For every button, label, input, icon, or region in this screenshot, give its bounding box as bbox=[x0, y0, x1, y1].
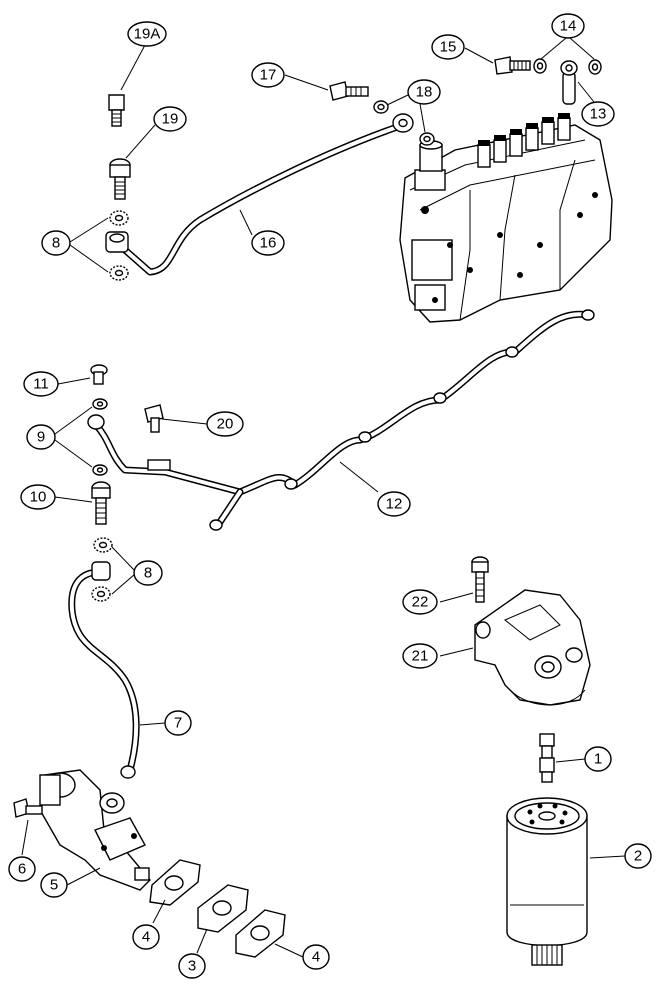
callout-19a: 19A bbox=[127, 21, 167, 47]
callout-label: 10 bbox=[30, 489, 47, 506]
bolt-10 bbox=[91, 481, 111, 525]
callout-label: 18 bbox=[416, 84, 433, 101]
callout-label: 19 bbox=[162, 111, 179, 128]
callout-11: 11 bbox=[23, 371, 59, 397]
washer-18-upper bbox=[373, 100, 389, 114]
star-washer-8-mid-lower bbox=[91, 586, 111, 602]
banjo-bolt-17 bbox=[329, 81, 369, 101]
callout-label: 19A bbox=[134, 26, 161, 43]
callout-label: 4 bbox=[312, 949, 320, 966]
callout-label: 11 bbox=[33, 376, 49, 393]
callout-20: 20 bbox=[206, 411, 244, 437]
gasket-3 bbox=[197, 884, 249, 933]
callout-12: 12 bbox=[377, 491, 411, 517]
callout-label: 8 bbox=[52, 235, 60, 252]
leak-off-line-12 bbox=[87, 309, 595, 531]
callout-22: 22 bbox=[402, 589, 438, 615]
callout-8-lower: 8 bbox=[133, 560, 163, 586]
callout-label: 21 bbox=[412, 648, 429, 665]
callout-label: 22 bbox=[412, 594, 429, 611]
bolt-11 bbox=[90, 364, 108, 385]
washer-14-right bbox=[588, 59, 602, 75]
supply-line-7 bbox=[68, 561, 140, 779]
bolt-19a bbox=[108, 94, 125, 127]
callout-21: 21 bbox=[402, 643, 438, 669]
callout-label: 14 bbox=[560, 18, 577, 35]
banjo-bolt-15 bbox=[494, 56, 531, 75]
callout-label: 15 bbox=[440, 39, 457, 56]
gasket-4-left bbox=[149, 859, 201, 906]
callout-17: 17 bbox=[251, 62, 285, 88]
callout-15: 15 bbox=[431, 34, 465, 60]
callout-label: 2 bbox=[634, 848, 642, 865]
banjo-fitting-13 bbox=[560, 60, 578, 105]
callout-label: 8 bbox=[144, 565, 152, 582]
bolt-6 bbox=[13, 798, 43, 818]
star-washer-8-mid-upper bbox=[93, 537, 113, 553]
callout-label: 3 bbox=[188, 958, 196, 975]
washer-9-upper bbox=[92, 398, 108, 410]
leader-lines bbox=[21, 37, 626, 958]
callout-6: 6 bbox=[8, 856, 36, 882]
callout-label: 5 bbox=[50, 877, 58, 894]
bolt-20 bbox=[144, 404, 164, 433]
callout-14: 14 bbox=[551, 13, 585, 39]
callout-7: 7 bbox=[164, 710, 192, 736]
washer-9-lower bbox=[92, 464, 108, 476]
callout-label: 6 bbox=[18, 861, 26, 878]
callout-label: 13 bbox=[590, 106, 607, 123]
bolt-22 bbox=[471, 556, 489, 603]
callout-4-left: 4 bbox=[132, 924, 160, 950]
callout-13: 13 bbox=[581, 101, 615, 127]
callout-9: 9 bbox=[26, 424, 56, 450]
callout-19: 19 bbox=[153, 106, 187, 132]
callout-label: 16 bbox=[260, 235, 277, 252]
nipple-1 bbox=[539, 733, 555, 783]
bolt-19 bbox=[109, 158, 131, 200]
callout-label: 20 bbox=[217, 416, 234, 433]
callout-18: 18 bbox=[407, 79, 441, 105]
callout-2: 2 bbox=[624, 843, 652, 869]
star-washer-8-lower bbox=[109, 265, 129, 281]
callout-3: 3 bbox=[178, 953, 206, 979]
callout-8-upper: 8 bbox=[41, 230, 71, 256]
fuel-filter-2 bbox=[506, 797, 588, 966]
callout-10: 10 bbox=[20, 484, 56, 510]
callout-16: 16 bbox=[251, 230, 285, 256]
pump-outlets bbox=[477, 113, 571, 168]
callout-5: 5 bbox=[40, 872, 68, 898]
callout-1: 1 bbox=[584, 746, 612, 772]
callout-label: 17 bbox=[260, 67, 277, 84]
washer-18-lower bbox=[419, 132, 435, 146]
callout-4-right: 4 bbox=[302, 944, 330, 970]
callout-label: 4 bbox=[142, 929, 150, 946]
callout-label: 1 bbox=[594, 751, 602, 768]
return-line-16 bbox=[105, 113, 414, 276]
filter-head-21 bbox=[474, 589, 591, 706]
callout-label: 12 bbox=[386, 496, 403, 513]
injection-pump bbox=[399, 113, 613, 323]
callout-label: 7 bbox=[174, 715, 182, 732]
washer-14-left bbox=[533, 58, 547, 74]
callout-label: 9 bbox=[37, 429, 45, 446]
star-washer-8-upper bbox=[109, 210, 129, 226]
fuel-transfer-pump-5 bbox=[39, 769, 151, 891]
gasket-4-right bbox=[235, 909, 286, 958]
